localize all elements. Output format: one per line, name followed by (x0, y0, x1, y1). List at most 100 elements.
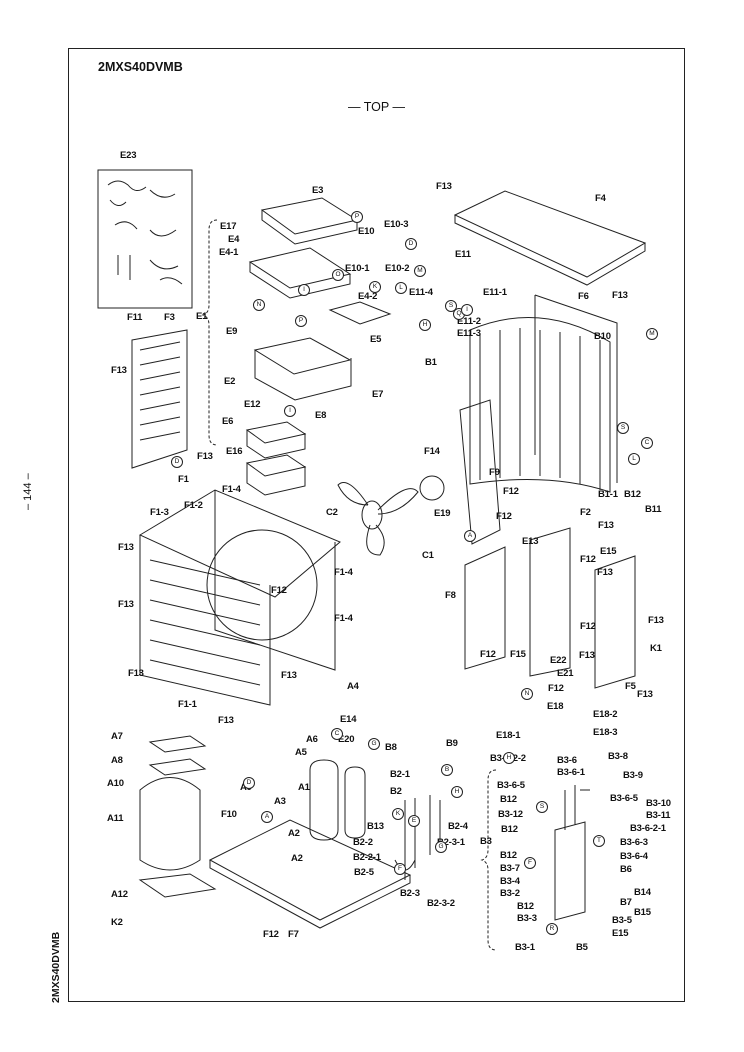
part-label: E22 (550, 655, 567, 666)
part-label: F13 (579, 650, 595, 661)
part-label: B3-6 (557, 755, 577, 766)
part-label: B1 (425, 357, 437, 368)
part-label: F13 (218, 715, 234, 726)
part-label: F11 (127, 312, 143, 323)
part-label: B3-7 (500, 863, 520, 874)
connection-marker: S (617, 422, 629, 434)
part-label: E11 (455, 249, 471, 260)
part-label: F14 (424, 446, 440, 457)
part-label: A2 (288, 828, 300, 839)
part-label: F12 (580, 621, 596, 632)
part-label: E9 (226, 326, 238, 337)
part-label: E14 (340, 714, 357, 725)
refrigerant-piping (394, 795, 441, 880)
part-label: F5 (625, 681, 636, 692)
part-label: E11-2 (457, 316, 481, 327)
part-label: E4 (228, 234, 240, 245)
part-label: B15 (634, 907, 651, 918)
part-label: F12 (263, 929, 279, 940)
part-label: A5 (295, 747, 307, 758)
part-label: B3-6-4 (620, 851, 648, 862)
part-label: B3-10 (646, 798, 671, 809)
part-label: B13 (367, 821, 384, 832)
part-label: A11 (107, 813, 124, 824)
side-plates (464, 527, 636, 689)
part-label: F13 (118, 599, 134, 610)
connection-marker: I (284, 405, 296, 417)
part-label: E20 (338, 734, 355, 745)
connection-marker: N (521, 688, 533, 700)
part-label: E13 (522, 536, 539, 547)
part-label: B3-6-5 (497, 780, 525, 791)
connection-marker: B (441, 764, 453, 776)
part-label: B2 (390, 786, 402, 797)
part-label: E3 (312, 185, 324, 196)
part-label: E4-1 (219, 247, 239, 258)
part-label: E10 (358, 226, 375, 237)
connection-marker: S (536, 801, 548, 813)
part-label: B3-2 (500, 888, 520, 899)
part-label: E18-3 (593, 727, 618, 738)
connection-marker: A (464, 530, 476, 542)
valve-assembly (480, 769, 590, 951)
connection-marker: D (243, 777, 255, 789)
part-label: B3-1 (515, 942, 535, 953)
part-label: F13 (281, 670, 297, 681)
part-label: E18-2 (593, 709, 618, 720)
front-grille (138, 489, 341, 706)
view-label: — TOP — (348, 100, 405, 114)
part-label: A6 (306, 734, 318, 745)
part-label: B2-3-1 (437, 837, 465, 848)
part-label: C2 (326, 507, 338, 518)
connection-marker: H (419, 319, 431, 331)
part-label: F1-3 (150, 507, 169, 518)
connection-marker: D (405, 238, 417, 250)
part-label: F9 (489, 467, 500, 478)
connection-marker: P (295, 315, 307, 327)
part-label: E18-1 (496, 730, 521, 741)
part-label: A4 (347, 681, 359, 692)
part-label: E11-1 (483, 287, 507, 298)
propeller-fan (337, 482, 419, 556)
part-label: F13 (111, 365, 127, 376)
part-label: B3-6-5 (610, 793, 638, 804)
connection-marker: F (394, 863, 406, 875)
part-label: B12 (501, 824, 518, 835)
part-label: E11-3 (457, 328, 481, 339)
part-label: E5 (370, 334, 382, 345)
part-label: E16 (226, 446, 243, 457)
part-label: B12 (500, 794, 517, 805)
control-box-lid (260, 197, 359, 245)
part-label: F1-1 (178, 699, 197, 710)
part-label: F13 (128, 668, 144, 679)
part-label: F8 (445, 590, 456, 601)
part-label: K2 (111, 917, 123, 928)
part-label: E11-4 (409, 287, 433, 298)
part-label: F12 (548, 683, 564, 694)
connection-marker: K (392, 808, 404, 820)
part-label: F13 (637, 689, 653, 700)
connection-marker: O (332, 269, 344, 281)
part-label: F1 (178, 474, 189, 485)
part-label: F1-4 (222, 484, 241, 495)
part-label: F13 (118, 542, 134, 553)
part-label: E10-1 (345, 263, 370, 274)
connection-marker: M (646, 328, 658, 340)
part-label: A1 (298, 782, 310, 793)
part-label: B7 (620, 897, 632, 908)
part-label: F12 (496, 511, 512, 522)
connection-marker: G (435, 841, 447, 853)
part-label: B3-6-2-1 (630, 823, 666, 834)
connection-marker: M (414, 265, 426, 277)
part-label: F1-2 (184, 500, 203, 511)
part-label: B11 (645, 504, 662, 515)
part-label: B1-1 (598, 489, 618, 500)
part-label: F13 (612, 290, 628, 301)
sound-jacket (138, 735, 217, 898)
part-label: B2-1 (390, 769, 410, 780)
part-label: B3-6-1 (557, 767, 585, 778)
connection-marker: T (593, 835, 605, 847)
connection-marker: I (298, 284, 310, 296)
part-label: B2-2-1 (353, 852, 381, 863)
